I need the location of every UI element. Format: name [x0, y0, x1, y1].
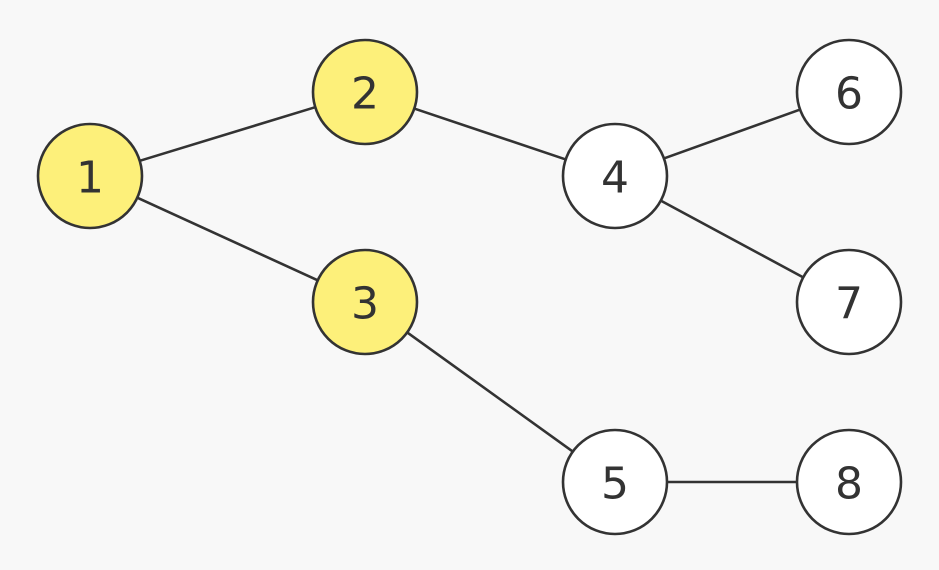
node-8: 8: [795, 428, 903, 536]
edge-2-4: [412, 107, 568, 161]
node-7-circle: [795, 248, 903, 356]
node-3: 3: [311, 248, 419, 356]
node-6-circle: [795, 38, 903, 146]
edge-1-3: [135, 196, 320, 282]
node-3-label: 3: [351, 279, 379, 330]
edges-layer: [135, 105, 805, 484]
node-2-circle: [311, 38, 419, 146]
node-1-label: 1: [76, 153, 104, 204]
edge-4-6: [662, 108, 802, 160]
node-6: 6: [795, 38, 903, 146]
node-1-circle: [36, 122, 144, 230]
node-6-label: 6: [835, 69, 863, 120]
node-5-label: 5: [601, 459, 629, 510]
edge-4-7: [659, 199, 805, 279]
edge-3-5: [405, 331, 575, 453]
node-4-circle: [561, 122, 669, 230]
node-5: 5: [561, 428, 669, 536]
node-7: 7: [795, 248, 903, 356]
node-1: 1: [36, 122, 144, 230]
node-8-circle: [795, 428, 903, 536]
nodes-layer: 1 2 3 4 5 6 7 8: [36, 38, 903, 536]
node-2-label: 2: [351, 69, 379, 120]
node-7-label: 7: [835, 279, 863, 330]
edge-1-2: [138, 105, 317, 163]
node-5-circle: [561, 428, 669, 536]
node-4: 4: [561, 122, 669, 230]
node-4-label: 4: [601, 153, 629, 204]
node-3-circle: [311, 248, 419, 356]
node-8-label: 8: [835, 459, 863, 510]
node-2: 2: [311, 38, 419, 146]
